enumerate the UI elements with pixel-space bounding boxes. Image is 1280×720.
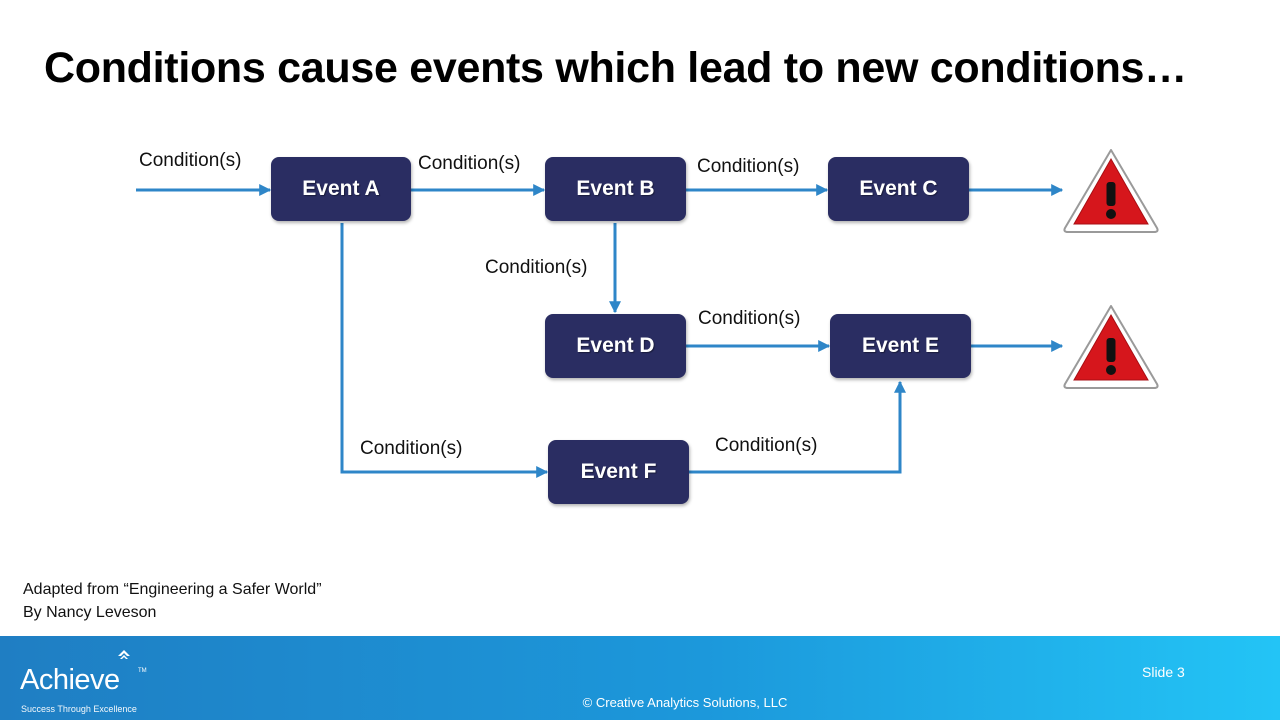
arrow-f-to-e — [689, 380, 906, 474]
condition-label-d-e: Condition(s) — [698, 308, 801, 329]
event-c-box: Event C — [828, 157, 969, 221]
event-e-box: Event E — [830, 314, 971, 378]
condition-label-b-d: Condition(s) — [485, 257, 588, 278]
condition-label-into-a: Condition(s) — [139, 150, 242, 171]
logo-tagline: Success Through Excellence — [21, 704, 137, 714]
slide-number: Slide 3 — [1142, 664, 1185, 680]
warning-triangle-icon — [1063, 305, 1159, 389]
condition-label-b-c: Condition(s) — [697, 156, 800, 177]
condition-label-f-e: Condition(s) — [715, 435, 818, 456]
slide-title: Conditions cause events which lead to ne… — [44, 44, 1187, 92]
logo-chevron-icon — [118, 650, 130, 659]
condition-label-a-f: Condition(s) — [360, 438, 463, 459]
condition-label-a-b: Condition(s) — [418, 153, 521, 174]
logo-name: Achieve — [20, 664, 120, 696]
arrow-a-to-f — [340, 223, 549, 478]
warning-triangle-icon — [1063, 149, 1159, 233]
event-b-box: Event B — [545, 157, 686, 221]
event-f-box: Event F — [548, 440, 689, 504]
citation: Adapted from “Engineering a Safer World”… — [23, 578, 322, 624]
citation-line-1: Adapted from “Engineering a Safer World” — [23, 581, 322, 598]
copyright-notice: © Creative Analytics Solutions, LLC — [582, 695, 788, 710]
footer-band: Achieve TM Success Through Excellence © … — [0, 636, 1280, 720]
citation-line-2: By Nancy Leveson — [23, 604, 157, 621]
logo-trademark: TM — [138, 668, 147, 674]
event-a-box: Event A — [271, 157, 411, 221]
achieve-logo: Achieve TM Success Through Excellence — [20, 646, 170, 716]
event-d-box: Event D — [545, 314, 686, 378]
